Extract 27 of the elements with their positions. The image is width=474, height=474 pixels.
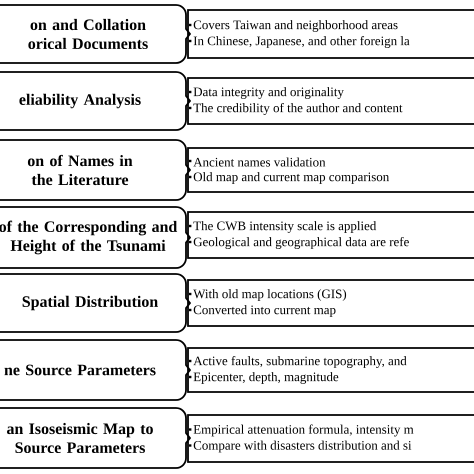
detail-box (187, 9, 474, 59)
bullet-text: Old map and current map comparison (194, 172, 390, 184)
step-box: on of Names in the Literature (0, 139, 191, 201)
step-box: an Isoseismic Map to Source Parameters (0, 407, 191, 469)
bullet-text: Geological and geographical data are refe (194, 237, 409, 249)
detail-box (187, 211, 474, 259)
detail-box (187, 414, 474, 463)
bullet-text: Ancient names validation (193, 157, 326, 167)
bullet-text: With old map locations (GIS) (193, 289, 346, 301)
step-box: ne Source Parameters (0, 339, 191, 401)
bullet-text: The credibility of the author and content (193, 103, 402, 115)
detail-box (187, 279, 474, 327)
step-box: Spatial Distribution (0, 273, 191, 333)
detail-box (187, 147, 474, 193)
step-box: eliability Analysis (0, 71, 191, 131)
bullet-text: The CWB intensity scale is applied (193, 221, 376, 233)
bullet-text: In Chinese, Japanese, and other foreign la (194, 36, 410, 48)
bullet-text: Epicenter, depth, magnitude (194, 372, 338, 384)
step-box: on and Collation orical Documents (0, 4, 191, 64)
detail-box (187, 347, 474, 393)
detail-box (187, 77, 474, 125)
bullet-text: Converted into current map (194, 305, 336, 317)
bullet-text: Empirical attenuation formula, intensity m (194, 424, 414, 436)
bullet-text: Active faults, submarine topography, and (193, 356, 407, 368)
bullet-text: Data integrity and originality (194, 87, 344, 99)
bullet-text: Compare with disasters distribution and si (194, 440, 412, 452)
bullet-text: Covers Taiwan and neighborhood areas (194, 20, 398, 32)
